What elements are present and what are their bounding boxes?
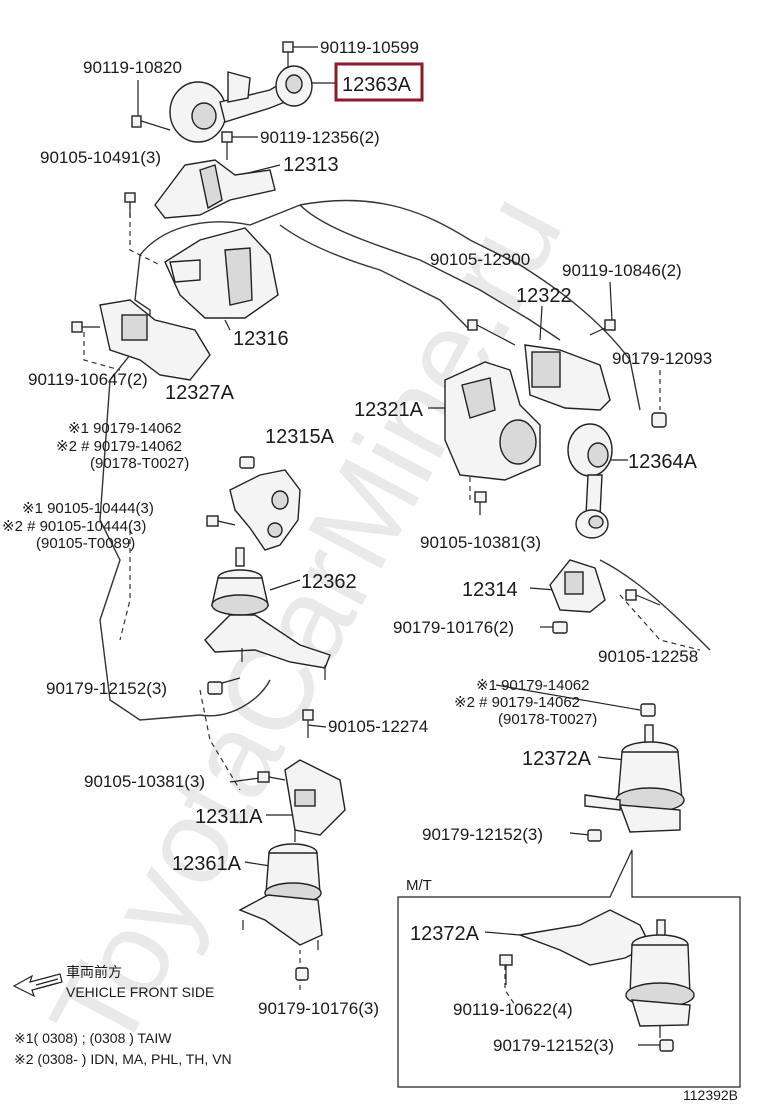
torque-rod-12363A[interactable] bbox=[169, 65, 313, 143]
bolt-90105-10381-left bbox=[257, 771, 286, 783]
nut-90179-10176-right bbox=[552, 621, 568, 634]
bolt-90105-12258 bbox=[625, 589, 661, 606]
label-12322[interactable]: 12322 bbox=[516, 285, 572, 307]
label-g3-a[interactable]: ※1 90179-14062 bbox=[476, 677, 590, 694]
label-12316[interactable]: 12316 bbox=[233, 328, 289, 350]
nut-90179-14062-lower bbox=[640, 703, 656, 717]
bracket-12321A[interactable] bbox=[444, 361, 541, 481]
bolt-90105-12274 bbox=[302, 709, 314, 738]
engine-mount-12362[interactable] bbox=[204, 547, 331, 680]
bracket-12327A[interactable] bbox=[99, 299, 211, 381]
label-90105-12258[interactable]: 90105-12258 bbox=[598, 647, 698, 666]
bolt-90119-10846 bbox=[589, 319, 616, 336]
label-12372A[interactable]: 12372A bbox=[522, 748, 592, 770]
bolt-90119-12356 bbox=[221, 131, 233, 160]
label-g1-a[interactable]: ※1 90179-14062 bbox=[68, 420, 182, 437]
bolt-90105-10491 bbox=[124, 192, 136, 218]
label-12311A[interactable]: 12311A bbox=[195, 806, 263, 828]
nut-90179-12152-right bbox=[587, 829, 602, 842]
bracket-12313[interactable] bbox=[154, 159, 276, 219]
label-90119-10820[interactable]: 90119-10820 bbox=[83, 58, 182, 77]
nut-90179-12152-mt bbox=[659, 1039, 674, 1052]
label-g1-c[interactable]: (90178-T0027) bbox=[90, 455, 189, 472]
label-12372A-mt[interactable]: 12372A bbox=[410, 923, 480, 945]
label-12321A[interactable]: 12321A bbox=[354, 399, 424, 421]
label-90119-10647[interactable]: 90119-10647(2) bbox=[28, 370, 148, 389]
label-front-en: VEHICLE FRONT SIDE bbox=[66, 984, 214, 1000]
label-90105-10491[interactable]: 90105-10491(3) bbox=[40, 148, 161, 167]
label-90119-10599[interactable]: 90119-10599 bbox=[320, 38, 419, 57]
label-g1-b[interactable]: ※2 # 90179-14062 bbox=[56, 438, 182, 455]
label-90119-12356[interactable]: 90119-12356(2) bbox=[260, 128, 380, 147]
bracket-12315A[interactable] bbox=[229, 469, 301, 551]
nut-90179-10176-bottom bbox=[295, 967, 309, 981]
leader-lines bbox=[83, 46, 701, 1046]
bolt-90105-12300 bbox=[467, 319, 516, 346]
label-90179-10176-bottom[interactable]: 90179-10176(3) bbox=[258, 999, 379, 1018]
label-g2-a[interactable]: ※1 90105-10444(3) bbox=[22, 500, 154, 517]
label-90179-12152-mt[interactable]: 90179-12152(3) bbox=[493, 1036, 614, 1055]
vehicle-front-arrow-icon bbox=[12, 973, 63, 998]
nut-90179-12093 bbox=[651, 412, 667, 428]
nut-90179-12152-left bbox=[207, 681, 223, 695]
bolt-90105-10444 bbox=[206, 515, 236, 527]
engine-mount-12361A[interactable] bbox=[238, 843, 323, 950]
label-12314[interactable]: 12314 bbox=[462, 579, 518, 601]
label-g2-b[interactable]: ※2 # 90105-10444(3) bbox=[2, 518, 146, 535]
label-90179-12152-left[interactable]: 90179-12152(3) bbox=[46, 679, 167, 698]
bolt-90119-10599 bbox=[282, 41, 294, 68]
bolt-90119-10820 bbox=[131, 115, 171, 131]
engine-outline bbox=[99, 199, 711, 721]
mt-inset bbox=[397, 849, 741, 1088]
label-g3-c[interactable]: (90178-T0027) bbox=[498, 711, 597, 728]
label-90179-12093[interactable]: 90179-12093 bbox=[612, 349, 712, 368]
mt-mount-12372A[interactable] bbox=[517, 909, 695, 1038]
label-12327A[interactable]: 12327A bbox=[165, 382, 235, 404]
nut-90179-14062-upper bbox=[239, 456, 255, 469]
bracket-12322[interactable] bbox=[524, 344, 611, 411]
label-90105-10381-left[interactable]: 90105-10381(3) bbox=[84, 772, 205, 791]
label-12315A[interactable]: 12315A bbox=[265, 426, 335, 448]
diagram-id: 112392B bbox=[683, 1087, 738, 1103]
bolt-90105-10381-right bbox=[474, 491, 487, 515]
note-1: ※1( 0308) ; (0308 ) TAIW bbox=[14, 1030, 172, 1046]
label-front-jp: 車両前方 bbox=[66, 964, 122, 980]
note-2: ※2 (0308- ) IDN, MA, PHL, TH, VN bbox=[14, 1051, 232, 1067]
bolt-90119-10647 bbox=[71, 321, 100, 333]
label-90105-12274[interactable]: 90105-12274 bbox=[328, 717, 428, 736]
bolt-90119-10622 bbox=[499, 954, 513, 985]
engine-mount-12372A[interactable] bbox=[584, 724, 685, 833]
label-12361A[interactable]: 12361A bbox=[172, 853, 242, 875]
label-90105-10381-right[interactable]: 90105-10381(3) bbox=[420, 533, 541, 552]
label-g3-b[interactable]: ※2 # 90179-14062 bbox=[454, 694, 580, 711]
highlight-box bbox=[334, 62, 424, 102]
label-12362[interactable]: 12362 bbox=[301, 571, 357, 593]
torque-rod-12364A[interactable] bbox=[567, 423, 613, 539]
label-90179-12152-right[interactable]: 90179-12152(3) bbox=[422, 825, 543, 844]
part-labels: 90119-10599 90119-10820 12363A 90119-123… bbox=[2, 38, 738, 1103]
label-90119-10846[interactable]: 90119-10846(2) bbox=[562, 261, 682, 280]
label-90119-10622[interactable]: 90119-10622(4) bbox=[453, 1000, 573, 1019]
label-g2-c[interactable]: (90105-T0089) bbox=[36, 535, 135, 552]
label-12313[interactable]: 12313 bbox=[283, 154, 339, 176]
bracket-12311A[interactable] bbox=[284, 759, 346, 842]
label-12363A[interactable]: 12363A bbox=[342, 74, 412, 96]
label-mt: M/T bbox=[406, 877, 432, 894]
label-12364A[interactable]: 12364A bbox=[628, 451, 698, 473]
label-90105-12300[interactable]: 90105-12300 bbox=[430, 250, 530, 269]
label-90179-10176-right[interactable]: 90179-10176(2) bbox=[393, 618, 514, 637]
bracket-12314[interactable] bbox=[549, 559, 606, 613]
bracket-12316[interactable] bbox=[164, 227, 279, 319]
